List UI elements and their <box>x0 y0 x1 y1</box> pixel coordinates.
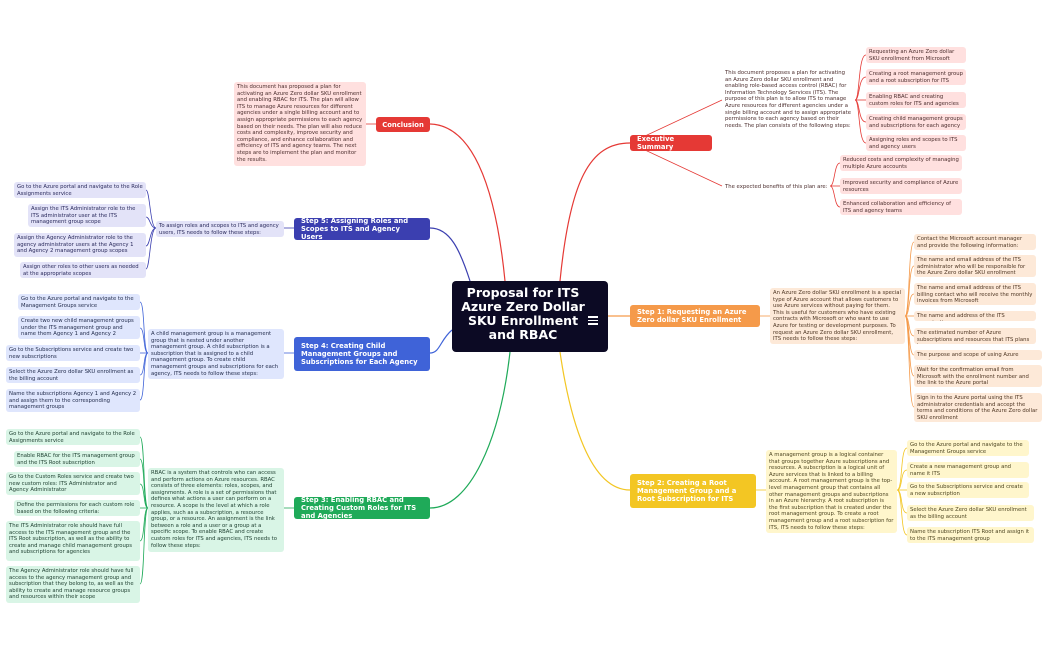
step-5-item-1: Go to the Azure portal and navigate to t… <box>14 182 146 198</box>
step-2-description: A management group is a logical containe… <box>766 450 897 533</box>
step-1-description: An Azure Zero dollar SKU enrollment is a… <box>770 288 905 344</box>
branch-step-3[interactable]: Step 3: Enabling RBAC and Creating Custo… <box>294 496 430 520</box>
step-2-item-3: Go to the Subscriptions service and crea… <box>907 482 1029 498</box>
central-topic-title: Proposal for ITS Azure Zero Dollar SKU E… <box>461 285 585 342</box>
conclusion-description: This document has proposed a plan for ac… <box>234 82 366 166</box>
executive-step-5: Assigning roles and scopes to ITS and ag… <box>866 135 966 151</box>
step-4-item-2: Create two new child management groups u… <box>18 316 140 339</box>
step-3-item-2: Enable RBAC for the ITS management group… <box>14 451 140 467</box>
executive-benefit-3: Enhanced collaboration and efficiency of… <box>840 199 962 215</box>
branch-step-2[interactable]: Step 2: Creating a Root Management Group… <box>630 474 756 508</box>
step-1-item-3: The name and email address of the ITS bi… <box>914 283 1036 305</box>
step-1-item-8: Sign in to the Azure portal using the IT… <box>914 393 1042 422</box>
step-1-item-6: The purpose and scope of using Azure ser… <box>914 350 1042 360</box>
step-3-item-3: Go to the Custom Roles service and creat… <box>6 472 140 495</box>
step-1-item-2: The name and email address of the ITS ad… <box>914 255 1036 277</box>
executive-benefits-label: The expected benefits of this plan are: <box>725 184 828 190</box>
step-4-item-4: Select the Azure Zero dollar SKU enrollm… <box>6 367 140 383</box>
step-1-item-5: The estimated number of Azure subscripti… <box>914 328 1036 344</box>
central-topic[interactable]: Proposal for ITS Azure Zero Dollar SKU E… <box>452 281 608 352</box>
executive-step-1: Requesting an Azure Zero dollar SKU enro… <box>866 47 966 63</box>
step-2-item-4: Select the Azure Zero dollar SKU enrollm… <box>907 505 1034 521</box>
executive-step-2: Creating a root management group and a r… <box>866 69 966 85</box>
step-5-item-3: Assign the Agency Administrator role to … <box>14 233 146 257</box>
executive-step-4: Creating child management groups and sub… <box>866 114 966 130</box>
step-5-item-2: Assign the ITS Administrator role to the… <box>28 204 146 227</box>
step-3-item-1: Go to the Azure portal and navigate to t… <box>6 429 140 445</box>
branch-step-5[interactable]: Step 5: Assigning Roles and Scopes to IT… <box>294 217 430 241</box>
step-3-item-6: The Agency Administrator role should hav… <box>6 566 140 603</box>
step-1-item-1: Contact the Microsoft account manager an… <box>914 234 1036 250</box>
step-3-item-4: Define the permissions for each custom r… <box>14 500 140 516</box>
branch-executive-summary[interactable]: Executive Summary <box>630 135 712 151</box>
executive-step-3: Enabling RBAC and creating custom roles … <box>866 92 966 108</box>
branch-conclusion[interactable]: Conclusion <box>376 117 430 132</box>
executive-benefit-2: Improved security and compliance of Azur… <box>840 178 962 194</box>
step-4-item-1: Go to the Azure portal and navigate to t… <box>18 294 140 310</box>
step-2-item-5: Name the subscription ITS Root and assig… <box>907 527 1034 543</box>
step-2-item-2: Create a new management group and name i… <box>907 462 1029 478</box>
menu-icon[interactable] <box>588 314 598 327</box>
step-2-item-1: Go to the Azure portal and navigate to t… <box>907 440 1029 456</box>
step-4-item-3: Go to the Subscriptions service and crea… <box>6 345 140 361</box>
executive-summary-description: This document proposes a plan for activa… <box>725 70 851 129</box>
step-3-item-5: The ITS Administrator role should have f… <box>6 521 140 561</box>
step-4-description: A child management group is a management… <box>148 329 284 379</box>
executive-benefit-1: Reduced costs and complexity of managing… <box>840 155 962 171</box>
branch-step-1[interactable]: Step 1: Requesting an Azure Zero dollar … <box>630 305 760 327</box>
step-1-item-4: The name and address of the ITS organiza… <box>914 311 1036 321</box>
step-5-description: To assign roles and scopes to ITS and ag… <box>156 221 284 237</box>
step-1-item-7: Wait for the confirmation email from Mic… <box>914 365 1042 387</box>
branch-step-4[interactable]: Step 4: Creating Child Management Groups… <box>294 337 430 371</box>
step-3-description: RBAC is a system that controls who can a… <box>148 468 284 552</box>
step-5-item-4: Assign other roles to other users as nee… <box>20 262 146 278</box>
step-4-item-5: Name the subscriptions Agency 1 and Agen… <box>6 389 140 412</box>
